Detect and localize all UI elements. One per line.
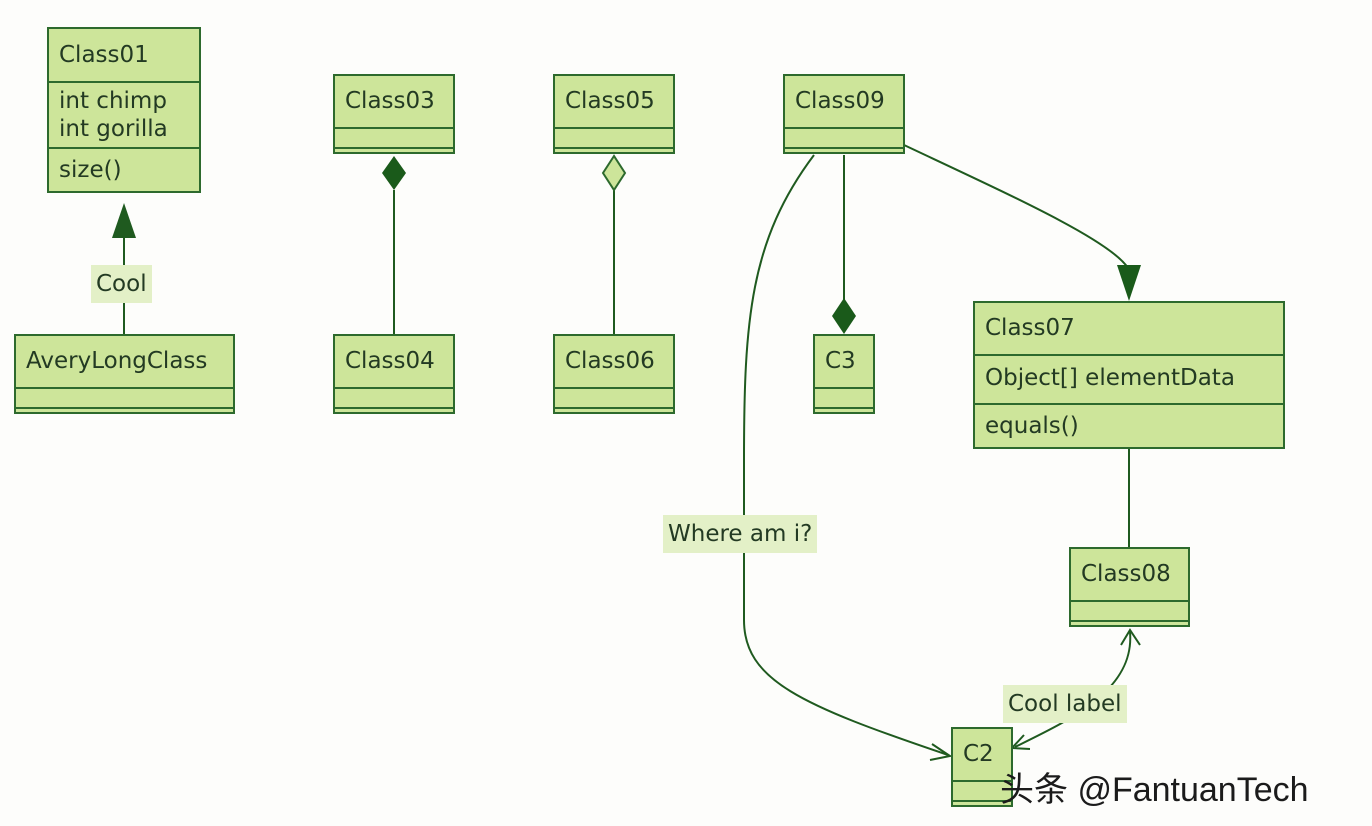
open-arrowhead-class08 (1120, 628, 1141, 646)
class-operations (335, 147, 453, 152)
class-attributes (785, 127, 903, 147)
attribute: int chimp (59, 88, 167, 114)
class-box-class09[interactable]: Class09 (783, 74, 905, 154)
class-operations (1071, 620, 1188, 625)
class-box-class03[interactable]: Class03 (333, 74, 455, 154)
class-name: Class06 (565, 348, 655, 374)
class-operations (555, 147, 673, 152)
class-name: C3 (825, 348, 856, 374)
class-box-c3[interactable]: C3 (813, 334, 875, 414)
class-name: Class08 (1081, 561, 1171, 587)
class-attributes (1071, 600, 1188, 620)
edge-label-where-am-i: Where am i? (663, 515, 818, 553)
class-name: Class09 (795, 88, 885, 114)
edge-class09-c2 (743, 154, 949, 756)
class-operations (815, 407, 873, 412)
class-operations: size() (49, 147, 199, 191)
watermark: 头条 @FantuanTech (1000, 771, 1309, 809)
class-name: Class03 (345, 88, 435, 114)
class-attributes (335, 387, 453, 407)
class-box-class04[interactable]: Class04 (333, 334, 455, 414)
solid-arrowhead-class07 (1117, 265, 1141, 301)
class-box-class01[interactable]: Class01 int chimp int gorilla size() (47, 27, 201, 193)
class-attributes (555, 127, 673, 147)
class-box-class06[interactable]: Class06 (553, 334, 675, 414)
inheritance-arrowhead (112, 203, 136, 238)
class-box-averylongclass[interactable]: AveryLongClass (14, 334, 235, 414)
edge-label-cool-label: Cool label (1003, 685, 1127, 723)
edge-class09-class07 (903, 144, 1129, 269)
class-name: Class07 (985, 315, 1075, 341)
class-name: Class05 (565, 88, 655, 114)
class-name: Class04 (345, 348, 435, 374)
class-operations: equals() (975, 403, 1283, 447)
class-name: AveryLongClass (26, 348, 208, 374)
class-box-c2[interactable]: C2 (951, 727, 1013, 807)
class-name: C2 (963, 741, 994, 767)
open-arrowhead-c2 (929, 743, 953, 761)
operation: size() (59, 157, 122, 183)
class-operations (335, 407, 453, 412)
class-operations (785, 147, 903, 152)
class-attributes: Object[] elementData (975, 354, 1283, 403)
class-attributes (953, 780, 1011, 800)
class-box-class05[interactable]: Class05 (553, 74, 675, 154)
aggregation-diamond (601, 154, 627, 192)
composition-diamond (382, 156, 406, 190)
class-attributes (815, 387, 873, 407)
operation: equals() (985, 413, 1079, 439)
class-name: Class01 (59, 42, 149, 68)
class-operations (16, 407, 233, 412)
class-box-class08[interactable]: Class08 (1069, 547, 1190, 627)
attribute: int gorilla (59, 116, 168, 142)
class-attributes (16, 387, 233, 407)
class-attributes: int chimp int gorilla (49, 81, 199, 147)
class-attributes (555, 387, 673, 407)
class-attributes (335, 127, 453, 147)
composition-diamond-c3 (832, 298, 856, 334)
attribute: Object[] elementData (985, 365, 1235, 391)
class-box-class07[interactable]: Class07 Object[] elementData equals() (973, 301, 1285, 449)
edge-label-cool: Cool (91, 265, 152, 303)
class-operations (953, 800, 1011, 805)
class-operations (555, 407, 673, 412)
